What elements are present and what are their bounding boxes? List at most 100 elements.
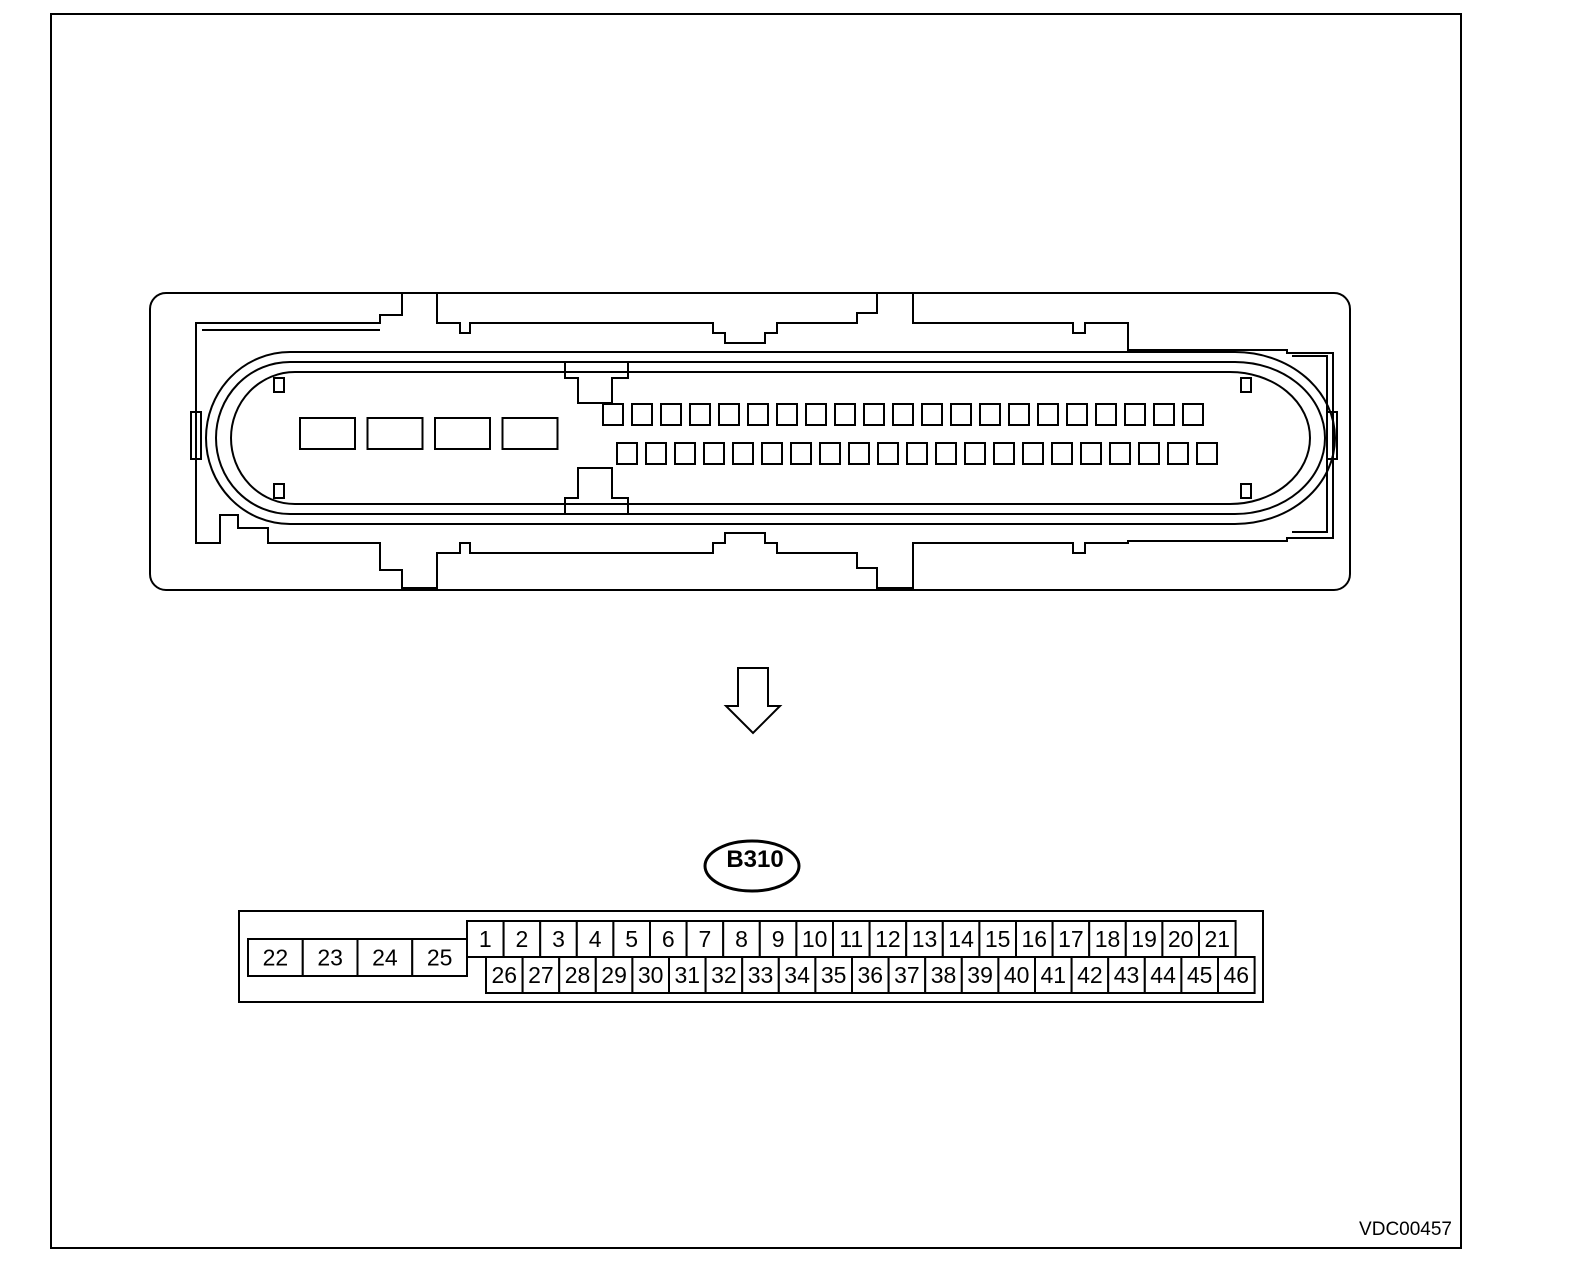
lower-cavity — [1196, 442, 1218, 465]
upper-pin-cell: 3 — [539, 920, 578, 958]
upper-cavity — [602, 403, 624, 426]
keyway-top — [564, 361, 629, 404]
lower-pin-cell: 41 — [1034, 956, 1073, 994]
upper-pin-cell: 16 — [1015, 920, 1054, 958]
pin-number: 38 — [931, 962, 957, 988]
lower-cavity — [935, 442, 957, 465]
pin-number: 42 — [1077, 962, 1103, 988]
wide-pin-cell: 22 — [247, 938, 304, 977]
pin-number: 29 — [601, 962, 627, 988]
upper-cavity — [631, 403, 653, 426]
seal-middle — [215, 361, 1326, 515]
lower-cavity — [906, 442, 928, 465]
pin-number: 32 — [711, 962, 737, 988]
housing-inner-outline — [195, 292, 1334, 589]
upper-pin-cell: 2 — [502, 920, 542, 958]
upper-cavity — [1124, 403, 1146, 426]
upper-pin-cell: 6 — [649, 920, 688, 958]
upper-pin-cell: 4 — [575, 920, 615, 958]
wide-pin-cell: 23 — [301, 938, 359, 977]
upper-pin-cell: 14 — [941, 920, 981, 958]
upper-pin-cell: 5 — [612, 920, 652, 958]
upper-pin-cell: 15 — [978, 920, 1018, 958]
pin-number: 13 — [912, 926, 938, 952]
lower-pin-cell: 44 — [1143, 956, 1183, 994]
left-latch — [190, 411, 202, 460]
wide-pin-cell: 25 — [411, 938, 468, 977]
wide-cavity — [434, 417, 491, 450]
upper-pin-cell: 8 — [722, 920, 761, 958]
wide-cavity — [366, 417, 424, 450]
pin-number: 30 — [638, 962, 664, 988]
pin-number: 28 — [565, 962, 591, 988]
lower-cavity — [616, 442, 638, 465]
pin-number: 5 — [625, 926, 638, 952]
lower-cavity — [877, 442, 899, 465]
lower-cavity — [1022, 442, 1044, 465]
lower-cavity — [993, 442, 1015, 465]
pin-number: 18 — [1095, 926, 1121, 952]
seal-inner — [230, 371, 1311, 505]
bump-2 — [273, 483, 285, 499]
pin-number: 24 — [372, 945, 398, 971]
lower-cavity — [703, 442, 725, 465]
housing-inner-lines — [202, 329, 1328, 533]
lower-pin-cell: 26 — [485, 956, 524, 994]
figure-frame: VDC00457 — [50, 13, 1462, 1249]
bump-1 — [273, 377, 285, 393]
pin-number: 4 — [589, 926, 602, 952]
lower-pin-cell: 45 — [1180, 956, 1220, 994]
pin-number: 17 — [1058, 926, 1084, 952]
lower-pin-cell: 37 — [887, 956, 927, 994]
lower-cavity — [1080, 442, 1102, 465]
lower-pin-cell: 40 — [997, 956, 1037, 994]
pin-number: 14 — [948, 926, 974, 952]
lower-pin-cell: 34 — [777, 956, 817, 994]
upper-pin-cell: 11 — [832, 920, 871, 958]
down-arrow-icon — [723, 667, 783, 735]
pin-number: 45 — [1187, 962, 1213, 988]
lower-cavity — [645, 442, 667, 465]
pin-number: 1 — [479, 926, 492, 952]
upper-cavity — [921, 403, 943, 426]
upper-cavity — [1037, 403, 1059, 426]
seal-outer — [205, 351, 1336, 525]
lower-cavities — [616, 442, 1218, 465]
upper-pin-cell: 13 — [905, 920, 944, 958]
lower-pin-cell: 33 — [741, 956, 780, 994]
upper-cavity — [1066, 403, 1088, 426]
pin-number: 41 — [1041, 962, 1067, 988]
upper-cavity — [689, 403, 711, 426]
pin-number: 11 — [839, 926, 863, 952]
lower-pin-cell: 29 — [594, 956, 634, 994]
lower-pin-cell: 39 — [960, 956, 1000, 994]
lower-pin-cell: 27 — [521, 956, 561, 994]
pin-number: 36 — [858, 962, 884, 988]
pin-number: 20 — [1168, 926, 1194, 952]
pin-number: 37 — [894, 962, 920, 988]
upper-pin-cell: 7 — [685, 920, 725, 958]
connector-id-ellipse — [703, 839, 801, 893]
lower-pin-cell: 36 — [851, 956, 890, 994]
pin-number: 22 — [263, 945, 289, 971]
upper-pin-cell: 18 — [1088, 920, 1127, 958]
upper-cavity — [718, 403, 740, 426]
connector-face-view — [149, 292, 1351, 591]
lower-pin-cell: 28 — [558, 956, 597, 994]
upper-cavity — [1095, 403, 1117, 426]
keyway-bottom — [564, 467, 629, 515]
pin-number: 21 — [1205, 926, 1231, 952]
pin-number: 10 — [802, 926, 828, 952]
bump-3 — [1240, 377, 1252, 393]
upper-cavity — [660, 403, 682, 426]
pin-number: 33 — [748, 962, 774, 988]
lower-cavity — [790, 442, 812, 465]
pin-number: 27 — [528, 962, 554, 988]
lower-pin-cell: 32 — [704, 956, 744, 994]
pin-number: 39 — [967, 962, 993, 988]
pin-number: 9 — [772, 926, 785, 952]
connector-id-label: B310 — [726, 846, 784, 873]
pin-number: 7 — [699, 926, 712, 952]
